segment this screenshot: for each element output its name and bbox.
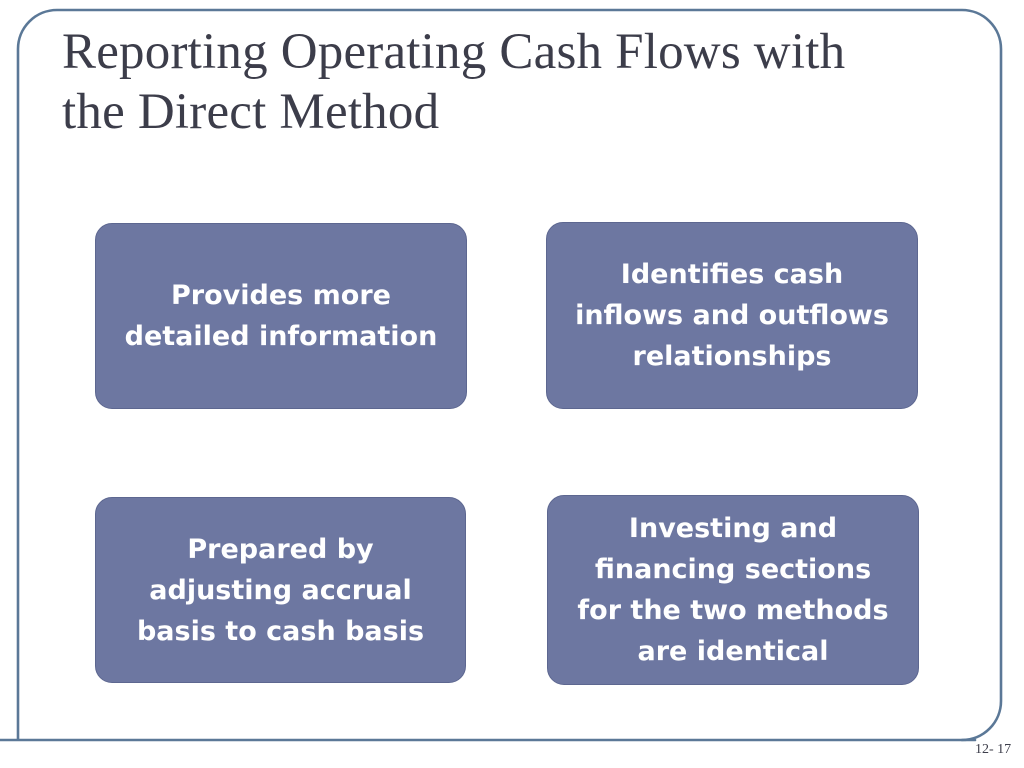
slide-page-number: 12- 17 [975, 742, 1012, 757]
page-title: Reporting Operating Cash Flows with the … [62, 24, 846, 140]
concept-box-label: Investing and financing sections for the… [577, 513, 889, 667]
concept-box-label: Prepared by adjusting accrual basis to c… [136, 533, 425, 647]
concept-box-investing-and-financing-sections-are-identical: Investing and financing sections for the… [547, 495, 919, 685]
concept-box-provides-more-detailed-information: Provides more detailed information [95, 223, 467, 409]
concept-box-identifies-cash-inflows-and-outflows-relationships: Identifies cash inflows and outflows rel… [546, 222, 918, 409]
concept-box-label: Identifies cash inflows and outflows rel… [575, 259, 889, 372]
concept-box-label: Provides more detailed information [124, 280, 438, 352]
concept-box-prepared-by-adjusting-accrual-basis-to-cash-basis: Prepared by adjusting accrual basis to c… [95, 497, 466, 683]
